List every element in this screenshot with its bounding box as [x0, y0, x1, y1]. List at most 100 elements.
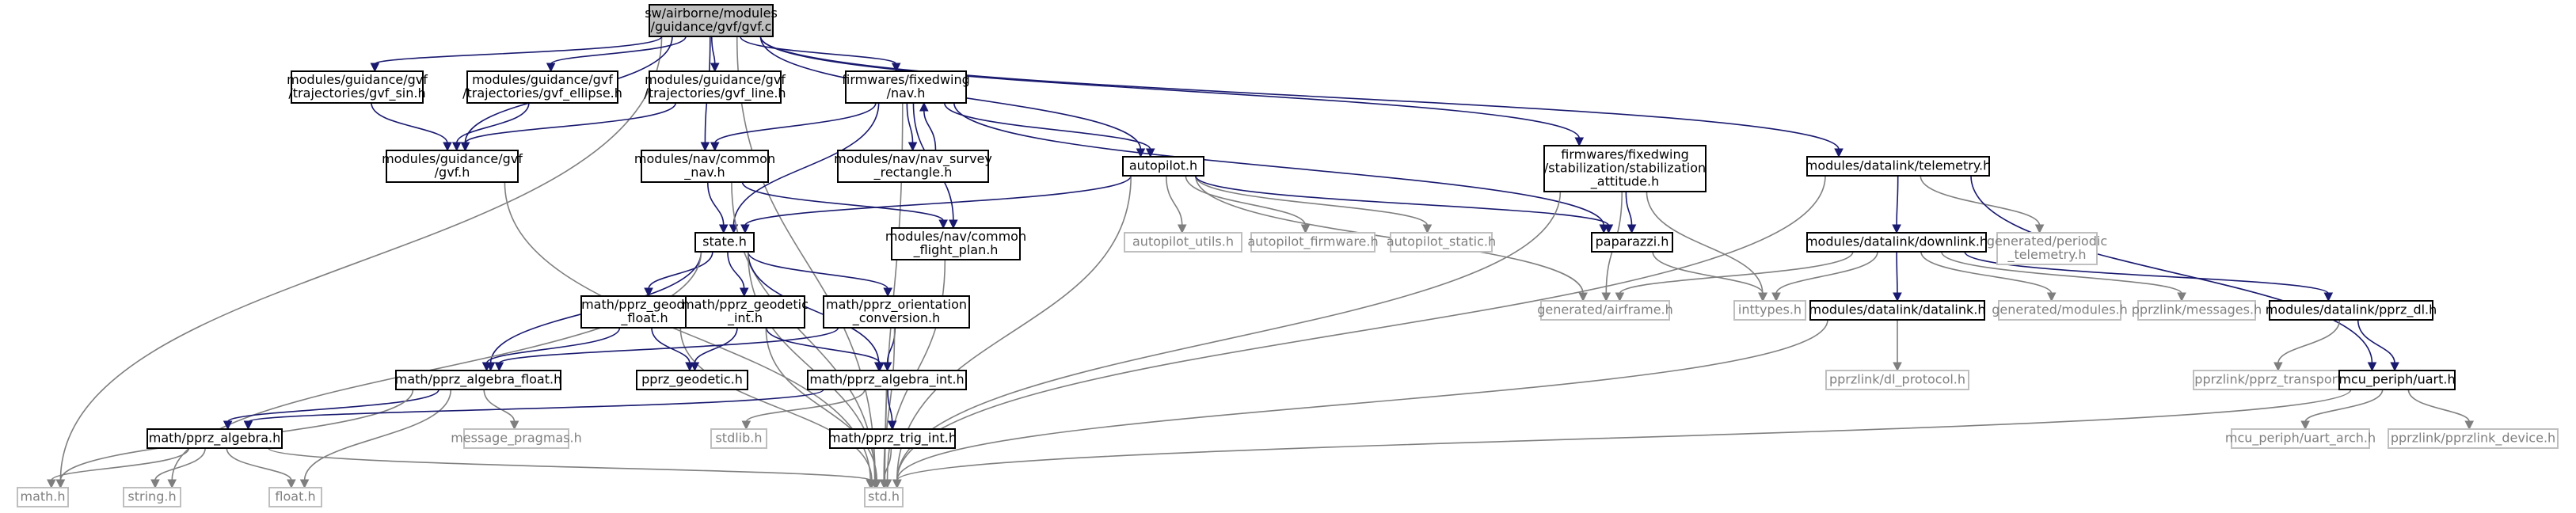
node-label: /trajectories/gvf_sin.h [288, 86, 425, 101]
node-msg-pragmas: message_pragmas.h [451, 428, 582, 449]
node-box [1124, 232, 1242, 253]
edge-autopilot-to-gen-airframe [1195, 175, 1588, 302]
edge-arrowhead [907, 142, 918, 152]
node-fw-nav[interactable]: firmwares/fixedwing/nav.h [842, 70, 970, 104]
node-box [1250, 232, 1376, 253]
node-stdlib: stdlib.h [710, 428, 767, 449]
edge-arrowhead [729, 224, 739, 234]
node-nav-survey[interactable]: modules/nav/nav_survey_rectangle.h [834, 150, 992, 183]
node-flight-plan[interactable]: modules/nav/common_flight_plan.h [885, 227, 1026, 260]
edge-line [953, 102, 1605, 226]
node-orient-conv[interactable]: math/pprz_orientation_conversion.h [823, 295, 970, 329]
node-trig-int[interactable]: math/pprz_trig_int.h [828, 428, 957, 449]
node-math-h: math.h [17, 487, 69, 507]
edge-arrowhead [1834, 148, 1844, 158]
node-gvf-h[interactable]: modules/guidance/gvf/gvf.h [382, 150, 523, 183]
node-datalink[interactable]: modules/datalink/datalink.h [1809, 300, 1986, 321]
edge-alg-float-to-float-h [299, 389, 452, 489]
node-downlink[interactable]: modules/datalink/downlink.h [1805, 232, 1988, 253]
edge-arrowhead [700, 142, 710, 152]
node-label: std.h [868, 489, 900, 504]
edge-arrowhead [1601, 292, 1611, 302]
node-label: modules/guidance/gvf [472, 72, 613, 87]
edge-arrowhead [883, 287, 892, 298]
edge-arrowhead [1300, 224, 1311, 234]
node-label: mcu_periph/uart_arch.h [2225, 431, 2376, 446]
edge-autopilot-to-ap-utils [1165, 175, 1187, 234]
edge-telemetry-to-uart [1970, 175, 2377, 372]
node-box [17, 487, 69, 507]
edge-arrowhead [1893, 292, 1902, 302]
edge-line [1941, 251, 2182, 294]
edge-arrowhead [460, 142, 470, 152]
node-gvf-line[interactable]: modules/guidance/gvf/trajectories/gvf_li… [644, 70, 786, 104]
node-box [845, 70, 967, 104]
edge-alg-to-math-h [47, 447, 190, 489]
node-paparazzi[interactable]: paparazzi.h [1591, 232, 1673, 253]
edge-arrowhead [287, 479, 296, 489]
node-label: /stabilization/stabilization [1544, 161, 1706, 176]
edge-line [550, 36, 687, 65]
edge-layer [47, 36, 2475, 489]
edge-arrowhead [690, 362, 700, 372]
node-label: math/pprz_trig_int.h [828, 431, 957, 446]
node-box [694, 232, 755, 253]
node-pprz-dl[interactable]: modules/datalink/pprz_dl.h [2266, 300, 2437, 321]
edge-trig-int-to-std-h [879, 447, 892, 489]
node-box [1543, 145, 1707, 192]
edge-arrowhead [710, 142, 720, 152]
edge-common-nav-to-state [706, 181, 729, 234]
node-box [1996, 232, 2098, 265]
edge-line [371, 102, 448, 144]
edge-line [747, 251, 880, 364]
node-gvf-c[interactable]: sw/airborne/modules/guidance/gvf/gvf.c [645, 4, 778, 37]
node-autopilot[interactable]: autopilot.h [1122, 156, 1204, 177]
node-state[interactable]: state.h [694, 232, 755, 253]
node-alg-float[interactable]: math/pprz_algebra_float.h [395, 370, 561, 390]
node-common-nav[interactable]: modules/nav/common_nav.h [634, 150, 775, 183]
node-label: _attitude.h [1590, 174, 1659, 190]
edge-arrowhead [1574, 137, 1585, 147]
edge-line [2277, 319, 2341, 364]
edge-line [2407, 389, 2470, 423]
node-label: modules/datalink/pprz_dl.h [2266, 302, 2437, 318]
edge-arrowhead [1578, 292, 1588, 302]
edge-alg-to-string-h [150, 447, 206, 489]
node-label: firmwares/fixedwing [842, 72, 970, 87]
edge-pprz-dl-to-pprz-transport [2274, 319, 2341, 372]
node-box [1825, 370, 1969, 390]
node-gen-modules: generated/modules.h [1992, 300, 2128, 321]
node-label: /nav.h [887, 86, 926, 101]
node-alg[interactable]: math/pprz_algebra.h [146, 428, 283, 449]
edge-gvf-c-to-gvf-ellipse [546, 36, 687, 73]
node-box [1806, 156, 1990, 177]
node-label: stdlib.h [715, 431, 762, 446]
node-label: generated/periodic [1987, 234, 2107, 249]
edge-line [706, 181, 725, 226]
node-box [146, 428, 283, 449]
edge-arrowhead [546, 63, 556, 73]
edge-uart-to-std-h [892, 389, 2352, 489]
node-label: _float.h [620, 310, 668, 326]
node-geo-int[interactable]: math/pprz_geodetic_int.h [682, 295, 809, 329]
edge-alg-float-to-alg [223, 389, 439, 431]
node-box [1122, 156, 1204, 177]
node-stab-att[interactable]: firmwares/fixedwing/stabilization/stabil… [1543, 145, 1707, 192]
edge-line [2304, 389, 2384, 423]
edge-line [498, 327, 839, 364]
edge-line [1185, 175, 1307, 226]
edge-arrowhead [2300, 420, 2310, 431]
edge-arrowhead [1177, 224, 1187, 234]
edge-line [374, 36, 663, 65]
node-label: pprzlink/dl_protocol.h [1829, 372, 1965, 388]
node-telemetry[interactable]: modules/datalink/telemetry.h [1805, 156, 1992, 177]
edge-line [747, 251, 888, 290]
node-uart[interactable]: mcu_periph/uart.h [2338, 370, 2456, 390]
node-pprz-geodetic[interactable]: pprz_geodetic.h [636, 370, 748, 390]
node-gvf-ellipse[interactable]: modules/guidance/gvf/trajectories/gvf_el… [462, 70, 622, 104]
edge-arrowhead [1604, 224, 1614, 234]
edge-line [896, 191, 1562, 481]
node-gvf-sin[interactable]: modules/guidance/gvf/trajectories/gvf_si… [287, 70, 428, 104]
node-alg-int[interactable]: math/pprz_algebra_int.h [807, 370, 967, 390]
node-label: inttypes.h [1738, 302, 1802, 317]
